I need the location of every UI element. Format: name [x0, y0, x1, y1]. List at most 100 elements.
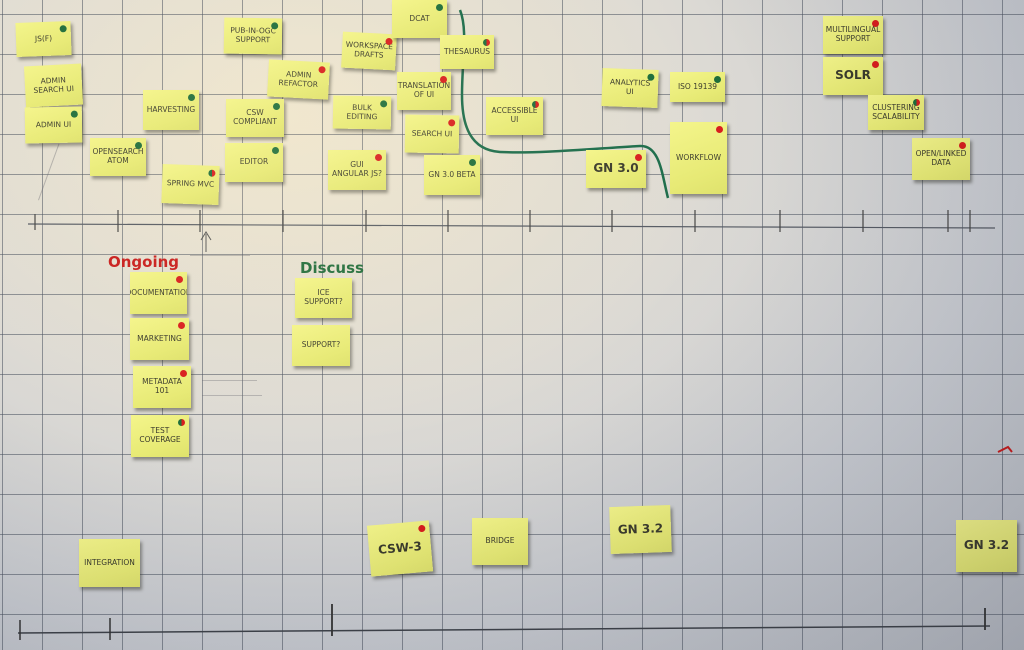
sticky-note-text: SOLR: [835, 68, 871, 83]
pin-dot-icon: [418, 524, 426, 533]
sticky-note-text: Harvesting: [146, 104, 196, 114]
sticky-note-thesaurus: Thesaurus: [440, 35, 494, 69]
sticky-note-opensearch: Opensearch Atom: [90, 138, 146, 176]
sticky-note-drafts: Workspace drafts: [341, 31, 397, 71]
sticky-note-isebc-support: Support?: [292, 325, 350, 366]
sticky-note-text: Multilingual support: [825, 25, 881, 43]
pin-dot-icon: [872, 20, 879, 27]
sticky-note-text: Admin refactor: [278, 69, 319, 89]
sticky-note-text: Translation of UI: [397, 81, 451, 99]
sticky-note-multilingual: Multilingual support: [823, 16, 883, 54]
sticky-note-text: Open/Linked Data: [915, 149, 967, 167]
sticky-note-admin-refactor: Admin refactor: [267, 59, 330, 100]
sticky-note-text: Opensearch Atom: [92, 147, 144, 165]
pin-dot-icon: [208, 169, 216, 177]
handwritten-note: [190, 255, 250, 257]
sticky-note-csw-compliant: CSW compliant: [226, 99, 284, 137]
pin-dot-icon: [188, 94, 195, 101]
sticky-note-translation: Translation of UI: [397, 72, 451, 110]
sticky-note-text: GUI Angular JS?: [331, 160, 383, 178]
pin-dot-icon: [635, 154, 642, 161]
handwritten-note: [202, 395, 262, 397]
sticky-note-solr: SOLR: [823, 57, 883, 95]
pin-dot-icon: [178, 322, 185, 329]
sticky-note-workflow: Workflow: [670, 122, 727, 194]
sticky-note-gn-32b: GN 3.2: [956, 520, 1017, 572]
sticky-note-geonetwork-integration: Integration: [79, 539, 140, 587]
sticky-note-text: GN 3.2: [617, 520, 664, 537]
sticky-note-dcat: DCAT: [392, 0, 447, 38]
top-timeline-axis: [27, 223, 996, 229]
sticky-note-text: DCAT: [409, 13, 430, 23]
sticky-note-text: JS(F): [34, 33, 53, 43]
sticky-note-clustering: Clustering scalability: [868, 95, 924, 130]
sticky-note-documentation: Documentation: [130, 272, 187, 314]
sticky-note-text: Admin UI: [35, 119, 72, 129]
sticky-note-text: Metadata 101: [142, 377, 182, 395]
pin-dot-icon: [469, 159, 476, 166]
sticky-note-open-linked: Open/Linked Data: [912, 138, 970, 180]
sticky-note-text: Thesaurus: [444, 46, 490, 56]
sticky-note-text: Support?: [301, 340, 341, 350]
sticky-note-text: Pub-in-ogc support: [230, 25, 276, 45]
sticky-note-text: Integration: [84, 557, 135, 567]
sticky-note-text: Test coverage: [139, 426, 181, 444]
pin-dot-icon: [178, 419, 185, 426]
sticky-note-gn-30-beta: GN 3.0 Beta: [424, 155, 480, 195]
sticky-note-text: Accessible UI: [491, 106, 538, 124]
pin-dot-icon: [714, 76, 721, 83]
sticky-note-gui-angular: GUI Angular JS?: [328, 150, 386, 190]
pin-dot-icon: [483, 39, 490, 46]
sticky-note-jsp: JS(F): [15, 21, 72, 57]
discuss-heading: Discuss: [300, 259, 364, 277]
sticky-note-text: GN 3.0 Beta: [428, 169, 476, 179]
sticky-note-text: GN 3.2: [963, 538, 1010, 553]
pin-dot-icon: [716, 126, 723, 133]
sticky-note-text: Search UI: [411, 128, 453, 139]
sticky-note-gn-30: GN 3.0: [586, 150, 646, 188]
sticky-note-harvesting: Harvesting: [143, 90, 199, 130]
pin-dot-icon: [70, 110, 78, 118]
pin-dot-icon: [913, 99, 920, 106]
pin-dot-icon: [271, 22, 279, 30]
pin-dot-icon: [448, 119, 456, 127]
sticky-note-text: Documentation: [130, 287, 187, 297]
sticky-note-text: ISO 19139: [677, 81, 718, 91]
sticky-note-text: Spring MVC: [166, 178, 215, 190]
sticky-note-admin-ui: Admin UI: [24, 106, 83, 144]
sticky-note-text: Bridge: [485, 536, 515, 546]
pin-dot-icon: [135, 142, 142, 149]
sticky-note-text: Editor: [239, 157, 269, 167]
sticky-note-gn-32a: GN 3.2: [609, 504, 672, 555]
sticky-note-text: Admin search UI: [33, 75, 75, 95]
sticky-note-iso: ISO 19139: [670, 72, 725, 102]
sticky-note-text: CSW-3: [377, 538, 423, 557]
pin-dot-icon: [380, 100, 388, 108]
pin-dot-icon: [180, 370, 187, 377]
sticky-note-admin-search: Admin search UI: [23, 63, 84, 108]
sticky-note-metadata-101: Metadata 101: [133, 366, 191, 408]
sticky-note-test-coverage: Test coverage: [131, 415, 189, 457]
sticky-note-pub-support: Pub-in-ogc support: [223, 17, 283, 55]
handwritten-note: [202, 380, 257, 382]
pin-dot-icon: [176, 276, 183, 283]
sticky-note-text: Marketing: [137, 333, 182, 343]
pin-dot-icon: [59, 25, 67, 33]
sticky-note-text: CSW compliant: [233, 108, 277, 126]
pin-dot-icon: [375, 154, 382, 161]
sticky-note-text: Clustering scalability: [872, 102, 920, 121]
sticky-note-analytics: Analytics UI: [601, 68, 659, 108]
sticky-note-ice-support: ICE support?: [295, 278, 352, 318]
sticky-note-text: Workflow: [676, 152, 721, 162]
bottom-timeline-axis: [17, 625, 991, 634]
pin-dot-icon: [440, 76, 447, 83]
sticky-note-text: GN 3.0: [593, 161, 639, 176]
sticky-note-accessible-ui: Accessible UI: [486, 97, 543, 135]
pin-dot-icon: [436, 4, 443, 11]
sticky-note-marketing: Marketing: [130, 318, 189, 360]
sticky-note-search-ui: Search UI: [404, 114, 460, 154]
sticky-note-editor: Editor: [225, 143, 283, 182]
sticky-note-geo-bridge: Bridge: [472, 518, 528, 565]
pin-dot-icon: [272, 147, 279, 154]
